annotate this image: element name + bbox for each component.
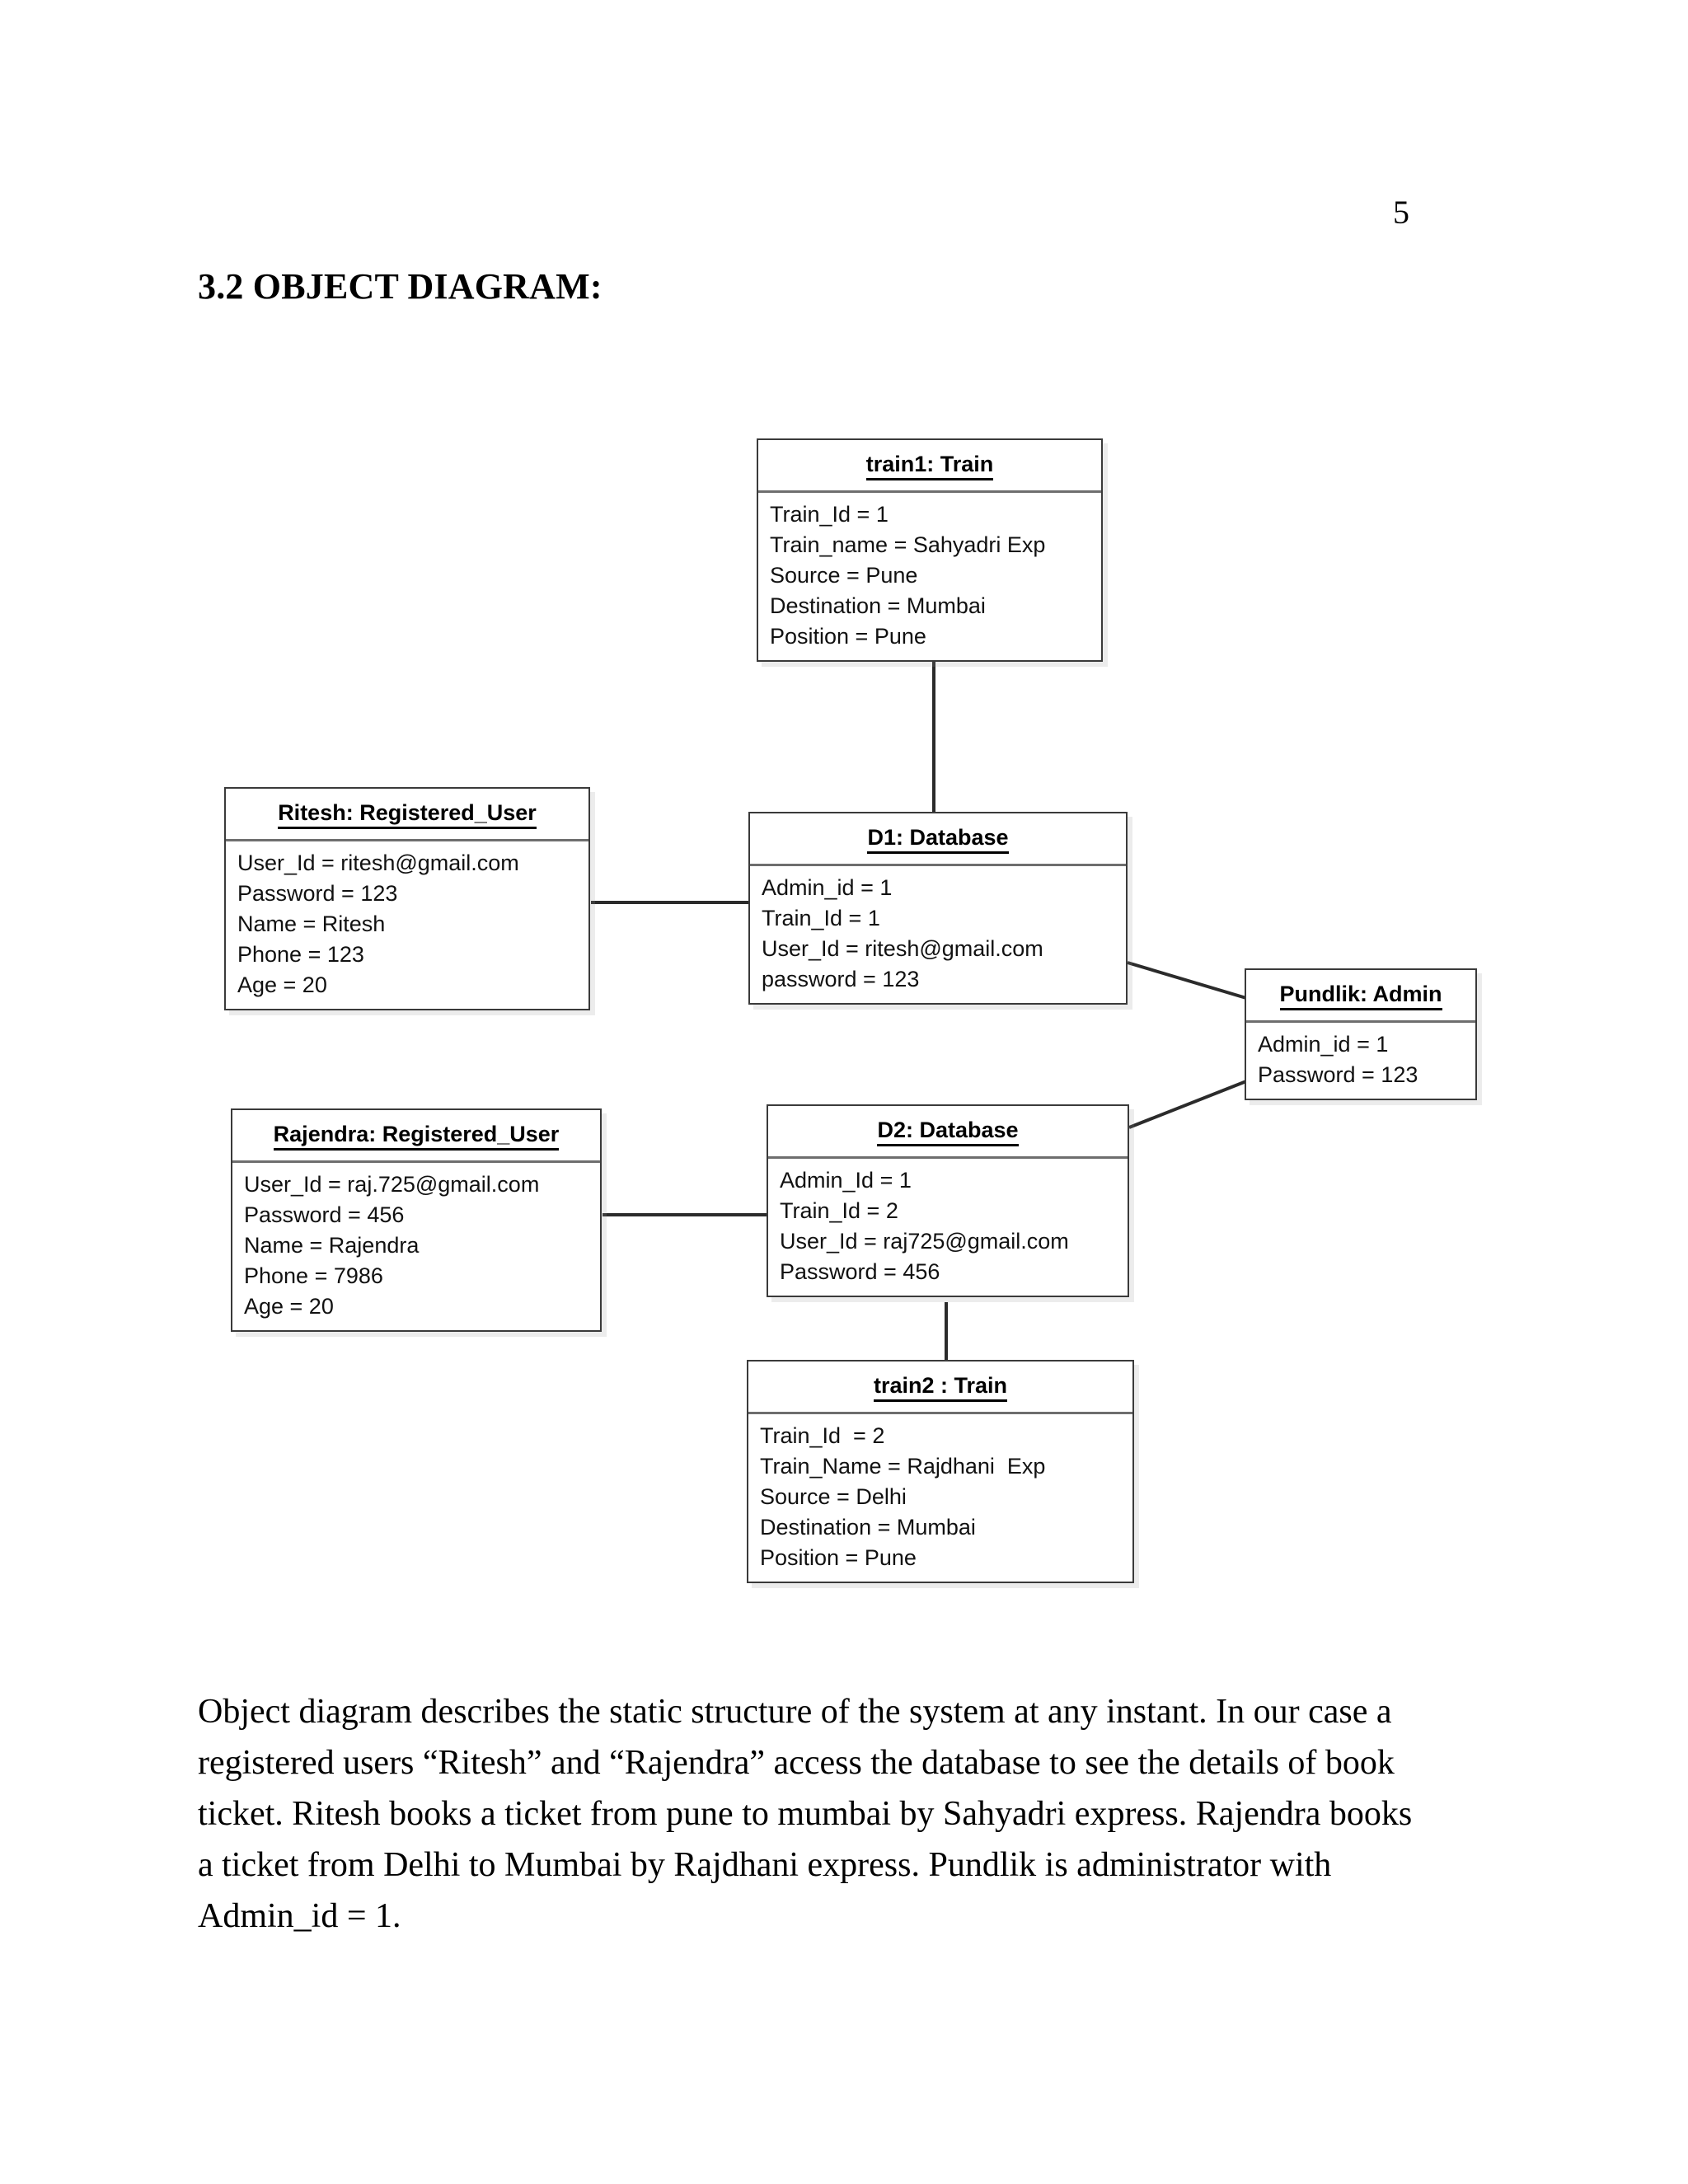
object-box-train1-header: train1: Train: [758, 440, 1101, 493]
attribute-row: Age = 20: [244, 1294, 334, 1319]
attribute-row: Destination = Mumbai: [760, 1515, 976, 1540]
object-box-pundlik-attributes: Admin_id = 1 Password = 123: [1246, 1023, 1475, 1099]
object-box-d1-attributes: Admin_id = 1 Train_Id = 1 User_Id = rite…: [750, 866, 1126, 1003]
object-box-train1-attributes: Train_Id = 1 Train_name = Sahyadri Exp S…: [758, 493, 1101, 660]
object-box-pundlik-header: Pundlik: Admin: [1246, 970, 1475, 1023]
object-box-ritesh[interactable]: Ritesh: Registered_User User_Id = ritesh…: [224, 787, 590, 1010]
attribute-row: Train_Id = 1: [770, 502, 889, 527]
attribute-row: Destination = Mumbai: [770, 593, 986, 618]
attribute-row: Age = 20: [237, 972, 327, 997]
object-box-d2-attributes: Admin_Id = 1 Train_Id = 2 User_Id = raj7…: [768, 1159, 1128, 1296]
attribute-row: Train_name = Sahyadri Exp: [770, 532, 1046, 557]
page-title: 3.2 OBJECT DIAGRAM:: [198, 266, 603, 307]
attribute-row: Position = Pune: [760, 1545, 917, 1570]
body-paragraph: Object diagram describes the static stru…: [198, 1693, 1413, 1935]
object-box-rajendra-header: Rajendra: Registered_User: [232, 1110, 600, 1163]
object-box-train2-attributes: Train_Id = 2 Train_Name = Rajdhani Exp S…: [748, 1414, 1132, 1582]
object-box-rajendra[interactable]: Rajendra: Registered_User User_Id = raj.…: [231, 1108, 602, 1332]
attribute-row: Name = Rajendra: [244, 1233, 420, 1258]
attribute-row: Password = 456: [780, 1259, 940, 1284]
attribute-row: Train_Id = 2: [780, 1198, 898, 1223]
object-box-train2[interactable]: train2 : Train Train_Id = 2 Train_Name =…: [747, 1360, 1134, 1583]
attribute-row: Train_Id = 1: [762, 906, 880, 930]
object-box-pundlik[interactable]: Pundlik: Admin Admin_id = 1 Password = 1…: [1245, 968, 1477, 1100]
object-box-d1-header: D1: Database: [750, 813, 1126, 866]
attribute-row: Admin_id = 1: [762, 875, 893, 900]
object-box-rajendra-attributes: User_Id = raj.725@gmail.com Password = 4…: [232, 1163, 600, 1330]
object-box-train2-header: train2 : Train: [748, 1361, 1132, 1414]
attribute-row: User_Id = raj.725@gmail.com: [244, 1172, 540, 1197]
attribute-row: Password = 123: [1258, 1062, 1418, 1087]
link-pundlik-d2: [1128, 1080, 1247, 1129]
object-box-d2[interactable]: D2: Database Admin_Id = 1 Train_Id = 2 U…: [767, 1104, 1129, 1297]
attribute-row: Password = 456: [244, 1202, 405, 1227]
link-d1-pundlik: [1127, 961, 1247, 1000]
attribute-row: Source = Delhi: [760, 1484, 907, 1509]
attribute-row: User_Id = ritesh@gmail.com: [762, 936, 1043, 961]
object-box-train1[interactable]: train1: Train Train_Id = 1 Train_name = …: [757, 438, 1103, 662]
attribute-row: Train_Name = Rajdhani Exp: [760, 1454, 1046, 1479]
attribute-row: Phone = 7986: [244, 1263, 383, 1288]
object-box-ritesh-header: Ritesh: Registered_User: [226, 789, 588, 841]
object-box-ritesh-attributes: User_Id = ritesh@gmail.com Password = 12…: [226, 841, 588, 1009]
attribute-row: Phone = 123: [237, 942, 364, 967]
object-box-d2-header: D2: Database: [768, 1106, 1128, 1159]
attribute-row: Admin_id = 1: [1258, 1032, 1389, 1057]
attribute-row: Password = 123: [237, 881, 398, 906]
attribute-row: password = 123: [762, 967, 920, 991]
attribute-row: Source = Pune: [770, 563, 918, 588]
attribute-row: Name = Ritesh: [237, 912, 386, 936]
attribute-row: Admin_Id = 1: [780, 1168, 912, 1193]
attribute-row: Position = Pune: [770, 624, 926, 649]
attribute-row: Train_Id = 2: [760, 1423, 885, 1448]
page-number: 5: [1393, 194, 1409, 231]
attribute-row: User_Id = raj725@gmail.com: [780, 1229, 1069, 1254]
object-box-d1[interactable]: D1: Database Admin_id = 1 Train_Id = 1 U…: [748, 812, 1128, 1005]
attribute-row: User_Id = ritesh@gmail.com: [237, 851, 519, 875]
